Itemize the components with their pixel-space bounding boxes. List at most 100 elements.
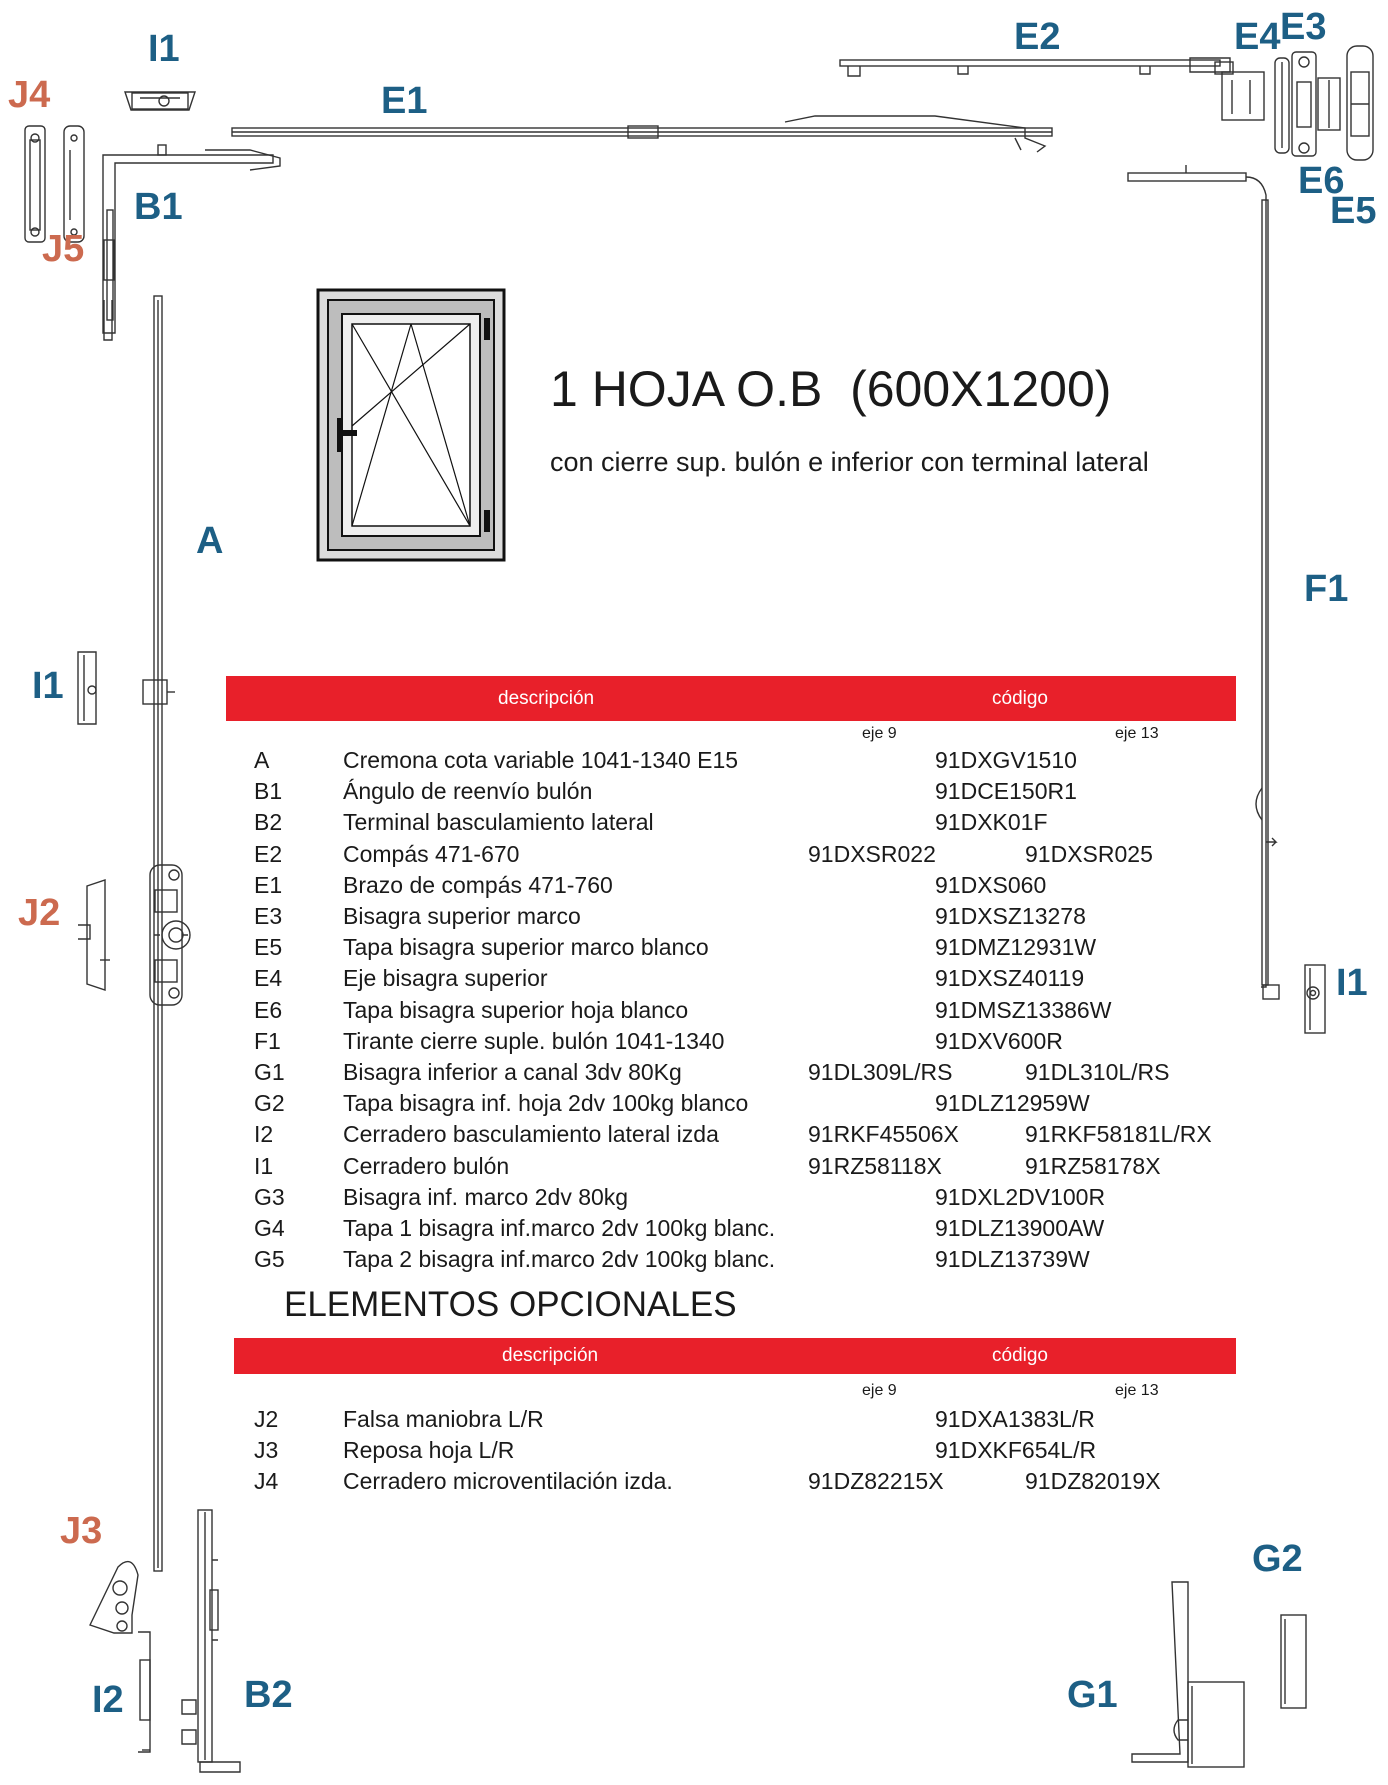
label-a: A <box>196 520 224 562</box>
row-description: Bisagra inf. marco 2dv 80kg <box>343 1183 629 1210</box>
row-part-number-eje9: 91DXSR022 <box>808 840 936 867</box>
label-b1: B1 <box>134 186 183 228</box>
part-e5 <box>1346 45 1374 161</box>
row-part-number: 91DXSZ40119 <box>935 965 1085 992</box>
optional-header-eje13: eje 13 <box>1115 1382 1159 1399</box>
label-e3: E3 <box>1280 6 1327 48</box>
part-g2 <box>1280 1614 1307 1709</box>
header-codigo: código <box>992 687 1048 709</box>
part-e1 <box>231 115 1053 153</box>
label-i1-top: I1 <box>148 28 180 70</box>
row-code: E5 <box>254 934 283 961</box>
row-part-number: 91DLZ13739W <box>935 1246 1090 1273</box>
row-part-number-eje9: 91RKF45506X <box>808 1121 959 1148</box>
row-part-number: 91DXGV1510 <box>935 747 1077 773</box>
row-code: E6 <box>254 996 283 1023</box>
row-description: Cerradero microventilación izda. <box>343 1468 673 1494</box>
row-code: J4 <box>254 1468 279 1494</box>
row-code: F1 <box>254 1027 281 1054</box>
row-part-number: 91DLZ13900AW <box>935 1215 1105 1241</box>
row-part-number: 91DXA1383L/R <box>935 1406 1095 1432</box>
row-description: Terminal basculamiento lateral <box>343 809 654 836</box>
page-title: 1 HOJA O.B (600X1200) <box>550 361 1112 417</box>
row-description: Ángulo de reenvío bulón <box>343 778 593 805</box>
label-j5: J5 <box>42 228 85 270</box>
label-i1-right: I1 <box>1336 962 1368 1004</box>
part-i1-left <box>77 651 97 725</box>
part-e4-e3 <box>1274 51 1341 157</box>
part-f1 <box>1127 165 1280 1000</box>
part-j4 <box>24 125 85 243</box>
header-eje9: eje 9 <box>862 725 897 742</box>
part-j3 <box>89 1560 139 1634</box>
row-description: Falsa maniobra L/R <box>343 1406 544 1432</box>
row-code: E3 <box>254 903 283 929</box>
row-description: Eje bisagra superior <box>343 965 548 992</box>
row-part-number-eje13: 91RZ58178X <box>1025 1152 1161 1179</box>
row-description: Brazo de compás 471-760 <box>343 871 613 898</box>
part-b1 <box>102 144 281 341</box>
row-description: Bisagra inferior a canal 3dv 80Kg <box>343 1059 682 1085</box>
optional-heading: ELEMENTOS OPCIONALES <box>284 1285 737 1324</box>
row-code: B1 <box>254 778 283 805</box>
row-part-number-eje9: 91DL309L/RS <box>808 1059 953 1085</box>
label-j4: J4 <box>8 74 51 116</box>
label-g2: G2 <box>1252 1538 1303 1580</box>
label-e5: E5 <box>1330 190 1377 232</box>
row-part-number: 91DXL2DV100R <box>935 1183 1106 1210</box>
row-description: Tapa bisagra inf. hoja 2dv 100kg blanco <box>343 1090 749 1117</box>
label-b2: B2 <box>244 1674 293 1716</box>
optional-header-codigo: código <box>992 1345 1048 1366</box>
row-part-number: 91DMSZ13386W <box>935 996 1112 1023</box>
label-e4: E4 <box>1234 16 1281 58</box>
row-part-number: 91DXS060 <box>935 871 1047 898</box>
window-illustration <box>316 288 506 562</box>
row-code: G4 <box>254 1215 285 1241</box>
row-part-number: 91DXKF654L/R <box>935 1437 1097 1463</box>
row-part-number: 91DCE150R1 <box>935 778 1077 805</box>
row-description: Tapa bisagra superior marco blanco <box>343 934 709 961</box>
row-description: Tirante cierre suple. bulón 1041-1340 <box>343 1027 725 1054</box>
row-description: Compás 471-670 <box>343 840 520 867</box>
row-part-number-eje9: 91DZ82215X <box>808 1468 944 1494</box>
row-part-number-eje9: 91RZ58118X <box>808 1152 942 1179</box>
label-i2: I2 <box>92 1679 124 1721</box>
row-code: G3 <box>254 1183 285 1210</box>
part-a <box>142 295 175 1572</box>
optional-header-eje9: eje 9 <box>862 1382 897 1399</box>
part-e2 <box>839 57 1265 121</box>
row-code: J2 <box>254 1406 279 1432</box>
row-part-number: 91DMZ12931W <box>935 934 1097 961</box>
label-g1: G1 <box>1067 1674 1118 1716</box>
row-code: G2 <box>254 1090 285 1117</box>
label-i1-left: I1 <box>32 665 64 707</box>
label-e6: E6 <box>1298 160 1345 202</box>
part-i2 <box>138 1631 151 1753</box>
row-code: A <box>254 747 270 773</box>
row-code: E2 <box>254 840 283 867</box>
row-description: Tapa 1 bisagra inf.marco 2dv 100kg blanc… <box>343 1215 776 1241</box>
label-e2: E2 <box>1014 16 1061 58</box>
row-part-number: 91DXK01F <box>935 809 1048 836</box>
row-description: Cremona cota variable 1041-1340 E15 <box>343 747 739 773</box>
row-part-number-eje13: 91RKF58181L/RX <box>1025 1121 1212 1148</box>
page-subtitle: con cierre sup. bulón e inferior con ter… <box>550 447 1149 477</box>
row-code: J3 <box>254 1437 279 1463</box>
label-j2: J2 <box>18 892 61 934</box>
row-code: E4 <box>254 965 283 992</box>
row-code: B2 <box>254 809 283 836</box>
row-code: G5 <box>254 1246 285 1273</box>
part-i1-right <box>1304 964 1326 1034</box>
row-description: Bisagra superior marco <box>343 903 581 929</box>
row-part-number-eje13: 91DXSR025 <box>1025 840 1153 867</box>
row-description: Cerradero bulón <box>343 1152 510 1179</box>
label-j3: J3 <box>60 1510 103 1552</box>
row-code: I2 <box>254 1121 274 1148</box>
label-e1: E1 <box>381 80 428 122</box>
row-part-number: 91DXSZ13278 <box>935 903 1086 929</box>
label-f1: F1 <box>1304 568 1349 610</box>
part-a-gearbox <box>149 864 191 1006</box>
part-j2 <box>78 879 110 991</box>
row-part-number-eje13: 91DZ82019X <box>1025 1468 1161 1494</box>
